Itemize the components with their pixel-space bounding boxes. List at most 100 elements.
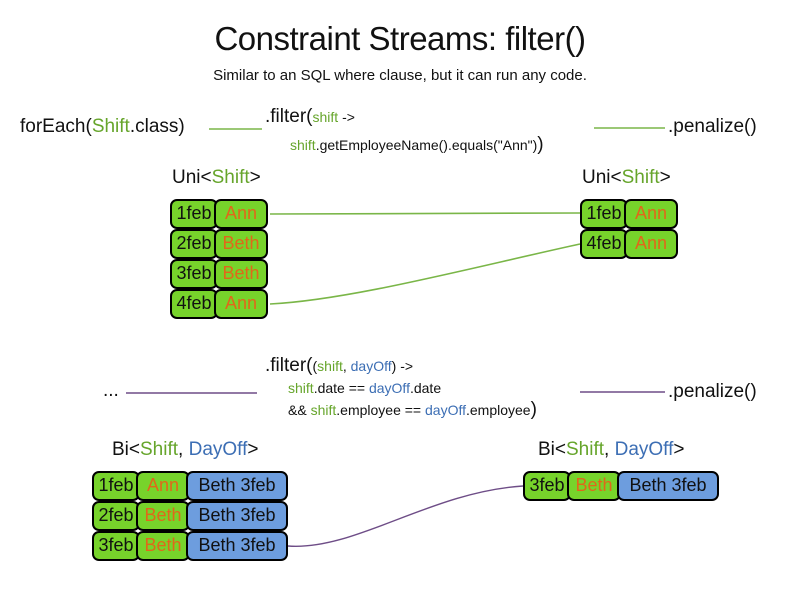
tuple-row: 1feb Ann Beth 3feb (92, 471, 288, 501)
filter2-fn: .filter( (265, 355, 313, 376)
filter1-line1: .filter(shift -> (265, 106, 544, 128)
foreach-pre: forEach( (20, 116, 92, 137)
shift-employee-cell: Beth (214, 229, 268, 259)
shift-date-cell: 3feb (523, 471, 571, 501)
tuple-row: 4feb Ann (580, 229, 678, 259)
filter2-body1-dayoff: dayOff (368, 380, 410, 396)
filter2-line2: shift.date == dayOff.date (288, 380, 537, 396)
bi-right-pre: Bi< (538, 439, 566, 460)
shift-employee-cell: Ann (136, 471, 190, 501)
filter2-body1-shift: shift (288, 380, 314, 396)
filter1-body-arg: shift (290, 137, 316, 153)
shift-employee-cell: Beth (136, 531, 190, 561)
filter2-arg1: shift (317, 358, 343, 374)
foreach-class: Shift (91, 116, 130, 137)
filter2-args-comma: , (342, 358, 351, 374)
uni-right-type: Shift (621, 167, 660, 188)
bi-left-pre: Bi< (112, 439, 140, 460)
bi-left-comma: , (178, 439, 189, 460)
uni-left-post: > (249, 167, 261, 188)
filter2-body2-mid: .employee == (336, 402, 425, 418)
connector-uni-row1 (269, 212, 581, 215)
filter2-body2-and: && (288, 402, 311, 418)
page-title: Constraint Streams: filter() (214, 20, 586, 57)
bi-left-type2: DayOff (188, 439, 248, 460)
ellipsis-expression: ... (103, 380, 119, 401)
filter-expression-2: .filter((shift, dayOff) -> shift.date ==… (265, 355, 537, 421)
connector-bi-row3 (287, 485, 524, 547)
penalize-expression-2: .penalize() (668, 381, 757, 402)
uni-header-left: Uni<Shift> (172, 167, 261, 189)
shift-date-cell: 3feb (170, 259, 218, 289)
filter2-arrow: -> (396, 358, 414, 374)
filter2-close: ) (530, 399, 537, 420)
filter1-fn: .filter( (265, 106, 313, 127)
filter2-body1-end: .date (409, 380, 442, 396)
filter1-body: .getEmployeeName().equals("Ann") (315, 137, 538, 153)
filter2-body2-shift: shift (310, 402, 337, 418)
tuple-row: 1feb Ann (580, 199, 678, 229)
dayoff-cell: Beth 3feb (186, 531, 288, 561)
shift-date-cell: 1feb (92, 471, 140, 501)
filter2-line1: .filter((shift, dayOff) -> (265, 355, 537, 377)
bi-right-table: 3feb Beth Beth 3feb (523, 471, 719, 501)
shift-employee-cell: Beth (214, 259, 268, 289)
filter1-arg: shift (312, 109, 339, 125)
bi-header-right: Bi<Shift, DayOff> (538, 439, 684, 461)
penalize-expression-1: .penalize() (668, 116, 757, 137)
filter2-args-open: ( (312, 358, 318, 374)
shift-date-cell: 1feb (170, 199, 218, 229)
shift-date-cell: 2feb (92, 501, 140, 531)
filter2-line3: && shift.employee == dayOff.employee) (288, 399, 537, 421)
bi-header-left: Bi<Shift, DayOff> (112, 439, 258, 461)
filter-expression-1: .filter(shift -> shift.getEmployeeName()… (265, 106, 544, 156)
page-subtitle: Similar to an SQL where clause, but it c… (213, 67, 587, 84)
connector-uni-row4 (269, 243, 581, 305)
filter2-body2-end: .employee (466, 402, 531, 418)
tuple-row: 1feb Ann (170, 199, 268, 229)
filter1-close: ) (537, 134, 544, 155)
dayoff-cell: Beth 3feb (186, 471, 288, 501)
shift-date-cell: 4feb (170, 289, 218, 319)
shift-date-cell: 3feb (92, 531, 140, 561)
tuple-row: 4feb Ann (170, 289, 268, 319)
dayoff-cell: Beth 3feb (617, 471, 719, 501)
bi-right-type2: DayOff (614, 439, 674, 460)
shift-date-cell: 1feb (580, 199, 628, 229)
bi-right-type1: Shift (566, 439, 605, 460)
filter2-body2-dayoff: dayOff (425, 402, 466, 418)
uni-left-pre: Uni< (172, 167, 212, 188)
uni-header-right: Uni<Shift> (582, 167, 671, 189)
shift-employee-cell: Ann (214, 199, 268, 229)
tuple-row: 3feb Beth (170, 259, 268, 289)
foreach-post: .class) (129, 116, 185, 137)
shift-employee-cell: Beth (567, 471, 621, 501)
bi-left-post: > (247, 439, 259, 460)
shift-employee-cell: Ann (624, 199, 678, 229)
tuple-row: 2feb Beth (170, 229, 268, 259)
uni-right-post: > (659, 167, 671, 188)
shift-employee-cell: Ann (214, 289, 268, 319)
uni-left-type: Shift (211, 167, 250, 188)
dayoff-cell: Beth 3feb (186, 501, 288, 531)
shift-employee-cell: Beth (136, 501, 190, 531)
bi-left-table: 1feb Ann Beth 3feb 2feb Beth Beth 3feb 3… (92, 471, 288, 561)
bi-right-post: > (673, 439, 685, 460)
tuple-row: 3feb Beth Beth 3feb (92, 531, 288, 561)
foreach-expression: forEach(Shift.class) (20, 116, 185, 138)
shift-date-cell: 2feb (170, 229, 218, 259)
shift-employee-cell: Ann (624, 229, 678, 259)
uni-right-pre: Uni< (582, 167, 622, 188)
uni-left-table: 1feb Ann 2feb Beth 3feb Beth 4feb Ann (170, 199, 268, 319)
filter2-body1-mid: .date == (313, 380, 369, 396)
tuple-row: 3feb Beth Beth 3feb (523, 471, 719, 501)
bi-right-comma: , (604, 439, 615, 460)
filter1-line2: shift.getEmployeeName().equals("Ann")) (290, 134, 544, 156)
filter1-arrow: -> (338, 109, 355, 125)
tuple-row: 2feb Beth Beth 3feb (92, 501, 288, 531)
shift-date-cell: 4feb (580, 229, 628, 259)
filter2-arg2: dayOff (350, 358, 392, 374)
bi-left-type1: Shift (140, 439, 179, 460)
uni-right-table: 1feb Ann 4feb Ann (580, 199, 678, 259)
filter2-args-close: ) (391, 358, 397, 374)
